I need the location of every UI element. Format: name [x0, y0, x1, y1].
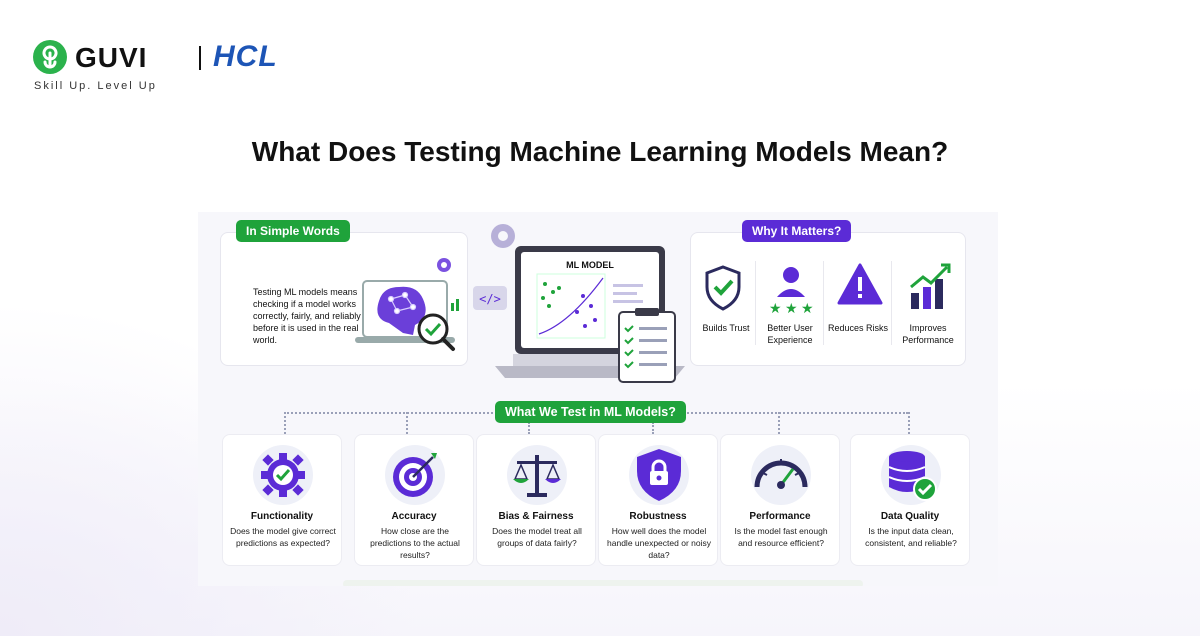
simple-words-heading: In Simple Words — [236, 220, 350, 242]
connector-line — [908, 412, 910, 434]
brand-header[interactable]: GUVI HCL Skill Up. Level Up — [33, 40, 333, 96]
connector-line — [528, 422, 530, 434]
page-title: What Does Testing Machine Learning Model… — [251, 136, 949, 167]
database-check-icon — [881, 445, 941, 505]
test-title: Bias & Fairness — [498, 511, 574, 522]
svg-text:★: ★ — [769, 301, 782, 315]
shield-check-icon — [705, 265, 741, 311]
test-card-data-quality: Data Quality Is the input data clean, co… — [850, 434, 970, 566]
test-title: Accuracy — [391, 511, 437, 522]
test-card-robustness: Robustness How well does the model handl… — [598, 434, 718, 566]
test-card-bias-fairness: Bias & Fairness Does the model treat all… — [476, 434, 596, 566]
why-matters-card: Builds Trust ★ ★ ★ Better User Experienc… — [690, 232, 966, 366]
connector-line — [284, 412, 286, 434]
scale-icon — [507, 445, 567, 505]
bottom-strip — [343, 580, 863, 586]
connector-line — [652, 422, 654, 434]
simple-words-text: Testing ML models means checking if a mo… — [253, 287, 361, 345]
test-desc: Is the model fast enough and resource ef… — [734, 526, 828, 548]
user-stars-icon: ★ ★ ★ — [769, 267, 814, 315]
test-card-functionality: Functionality Does the model give correc… — [222, 434, 342, 566]
laptop-brain-icon — [355, 258, 459, 351]
connector-line — [406, 412, 408, 434]
separator — [823, 261, 824, 345]
test-title: Performance — [749, 511, 811, 522]
connector-line — [778, 412, 780, 434]
why-item-label: Better User Experience — [767, 323, 813, 345]
gear-check-icon — [253, 445, 313, 505]
why-item-label: Reduces Risks — [827, 323, 889, 333]
simple-words-card: Testing ML models means checking if a mo… — [220, 232, 468, 366]
test-title: Robustness — [629, 511, 687, 522]
svg-text:★: ★ — [801, 301, 814, 315]
what-we-test-heading: What We Test in ML Models? — [495, 401, 686, 423]
guvi-logo-icon — [33, 40, 67, 74]
brand-divider — [199, 46, 201, 70]
brand-tagline: Skill Up. Level Up — [34, 80, 157, 92]
test-card-performance: Performance Is the model fast enough and… — [720, 434, 840, 566]
lock-shield-icon — [629, 445, 689, 505]
separator — [891, 261, 892, 345]
why-item-label: Builds Trust — [702, 323, 750, 333]
growth-chart-icon — [910, 263, 951, 309]
test-title: Functionality — [250, 511, 314, 522]
speedometer-icon — [751, 445, 811, 505]
test-desc: How well does the model handle unexpecte… — [607, 526, 711, 560]
why-matters-heading: Why It Matters? — [742, 220, 852, 242]
target-icon — [385, 445, 445, 505]
svg-text:★: ★ — [785, 301, 798, 315]
hcl-logo-text: HCL — [213, 40, 278, 73]
test-desc: Does the model treat all groups of data … — [492, 526, 582, 548]
why-item-label: Improves Performance — [902, 323, 954, 345]
guvi-logo-text: GUVI — [75, 42, 148, 73]
screen-label: ML MODEL — [566, 260, 614, 270]
separator — [755, 261, 756, 345]
svg-text:</>: </> — [479, 292, 501, 306]
test-desc: How close are the predictions to the act… — [370, 526, 460, 560]
test-desc: Does the model give correct predictions … — [230, 526, 336, 548]
warning-icon — [837, 263, 883, 305]
infographic: Testing ML models means checking if a mo… — [198, 212, 998, 586]
test-card-accuracy: Accuracy How close are the predictions t… — [354, 434, 474, 566]
test-title: Data Quality — [880, 511, 940, 522]
test-desc: Is the input data clean, consistent, and… — [865, 526, 957, 548]
ml-model-laptop-icon: </> ML MODEL — [473, 224, 685, 383]
